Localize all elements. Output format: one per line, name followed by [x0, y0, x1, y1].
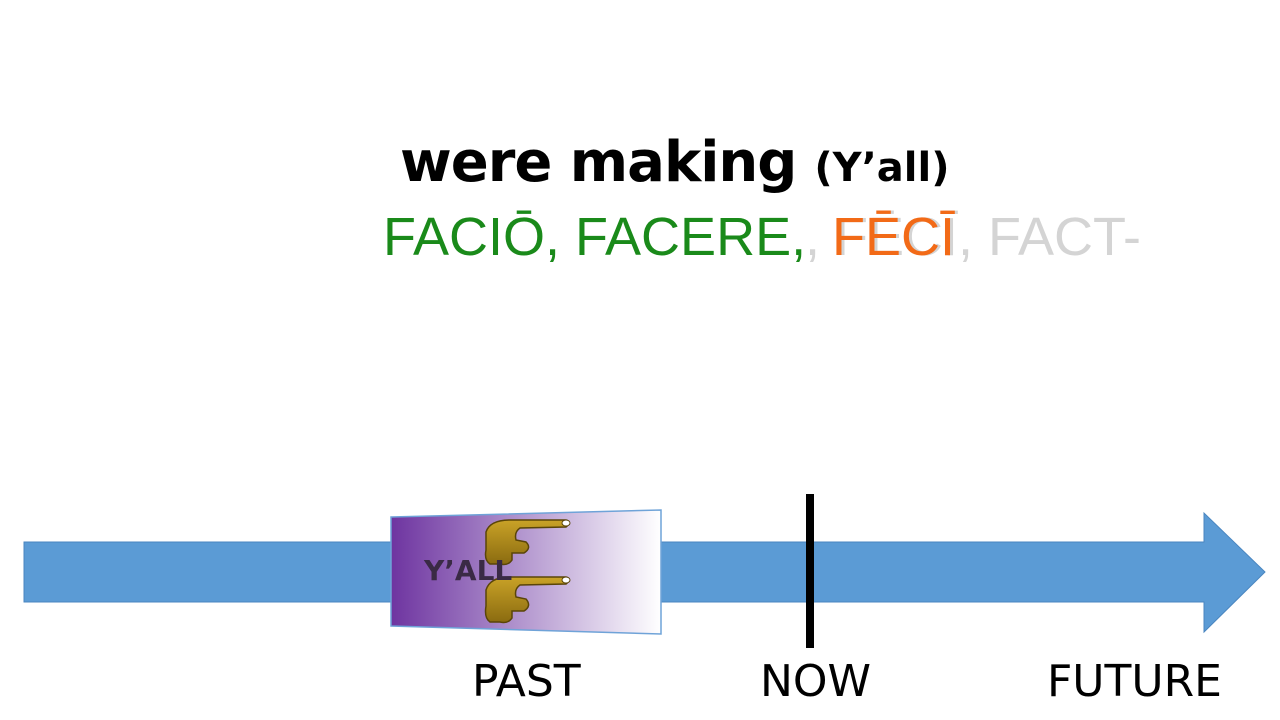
pointing-hand-icon [484, 576, 571, 624]
principal-parts-ghost: , FĒCĪ, FACT- [805, 207, 1142, 267]
principal-parts-perfect-stem: FĒCĪ [832, 207, 956, 267]
timeline-label-past: PAST [472, 656, 581, 707]
timeline-label-now: NOW [760, 656, 872, 707]
slide-title: were making (Y’all) [400, 130, 949, 195]
pointing-hand-icon [484, 519, 571, 566]
timeline-label-future: FUTURE [1047, 656, 1222, 707]
title-subject: (Y’all) [814, 145, 950, 191]
principal-parts-green: FACIŌ, FACERE, [383, 207, 807, 267]
yall-card-label: Y’ALL [424, 554, 513, 587]
yall-time-card [390, 509, 662, 635]
title-main: were making [400, 130, 797, 195]
